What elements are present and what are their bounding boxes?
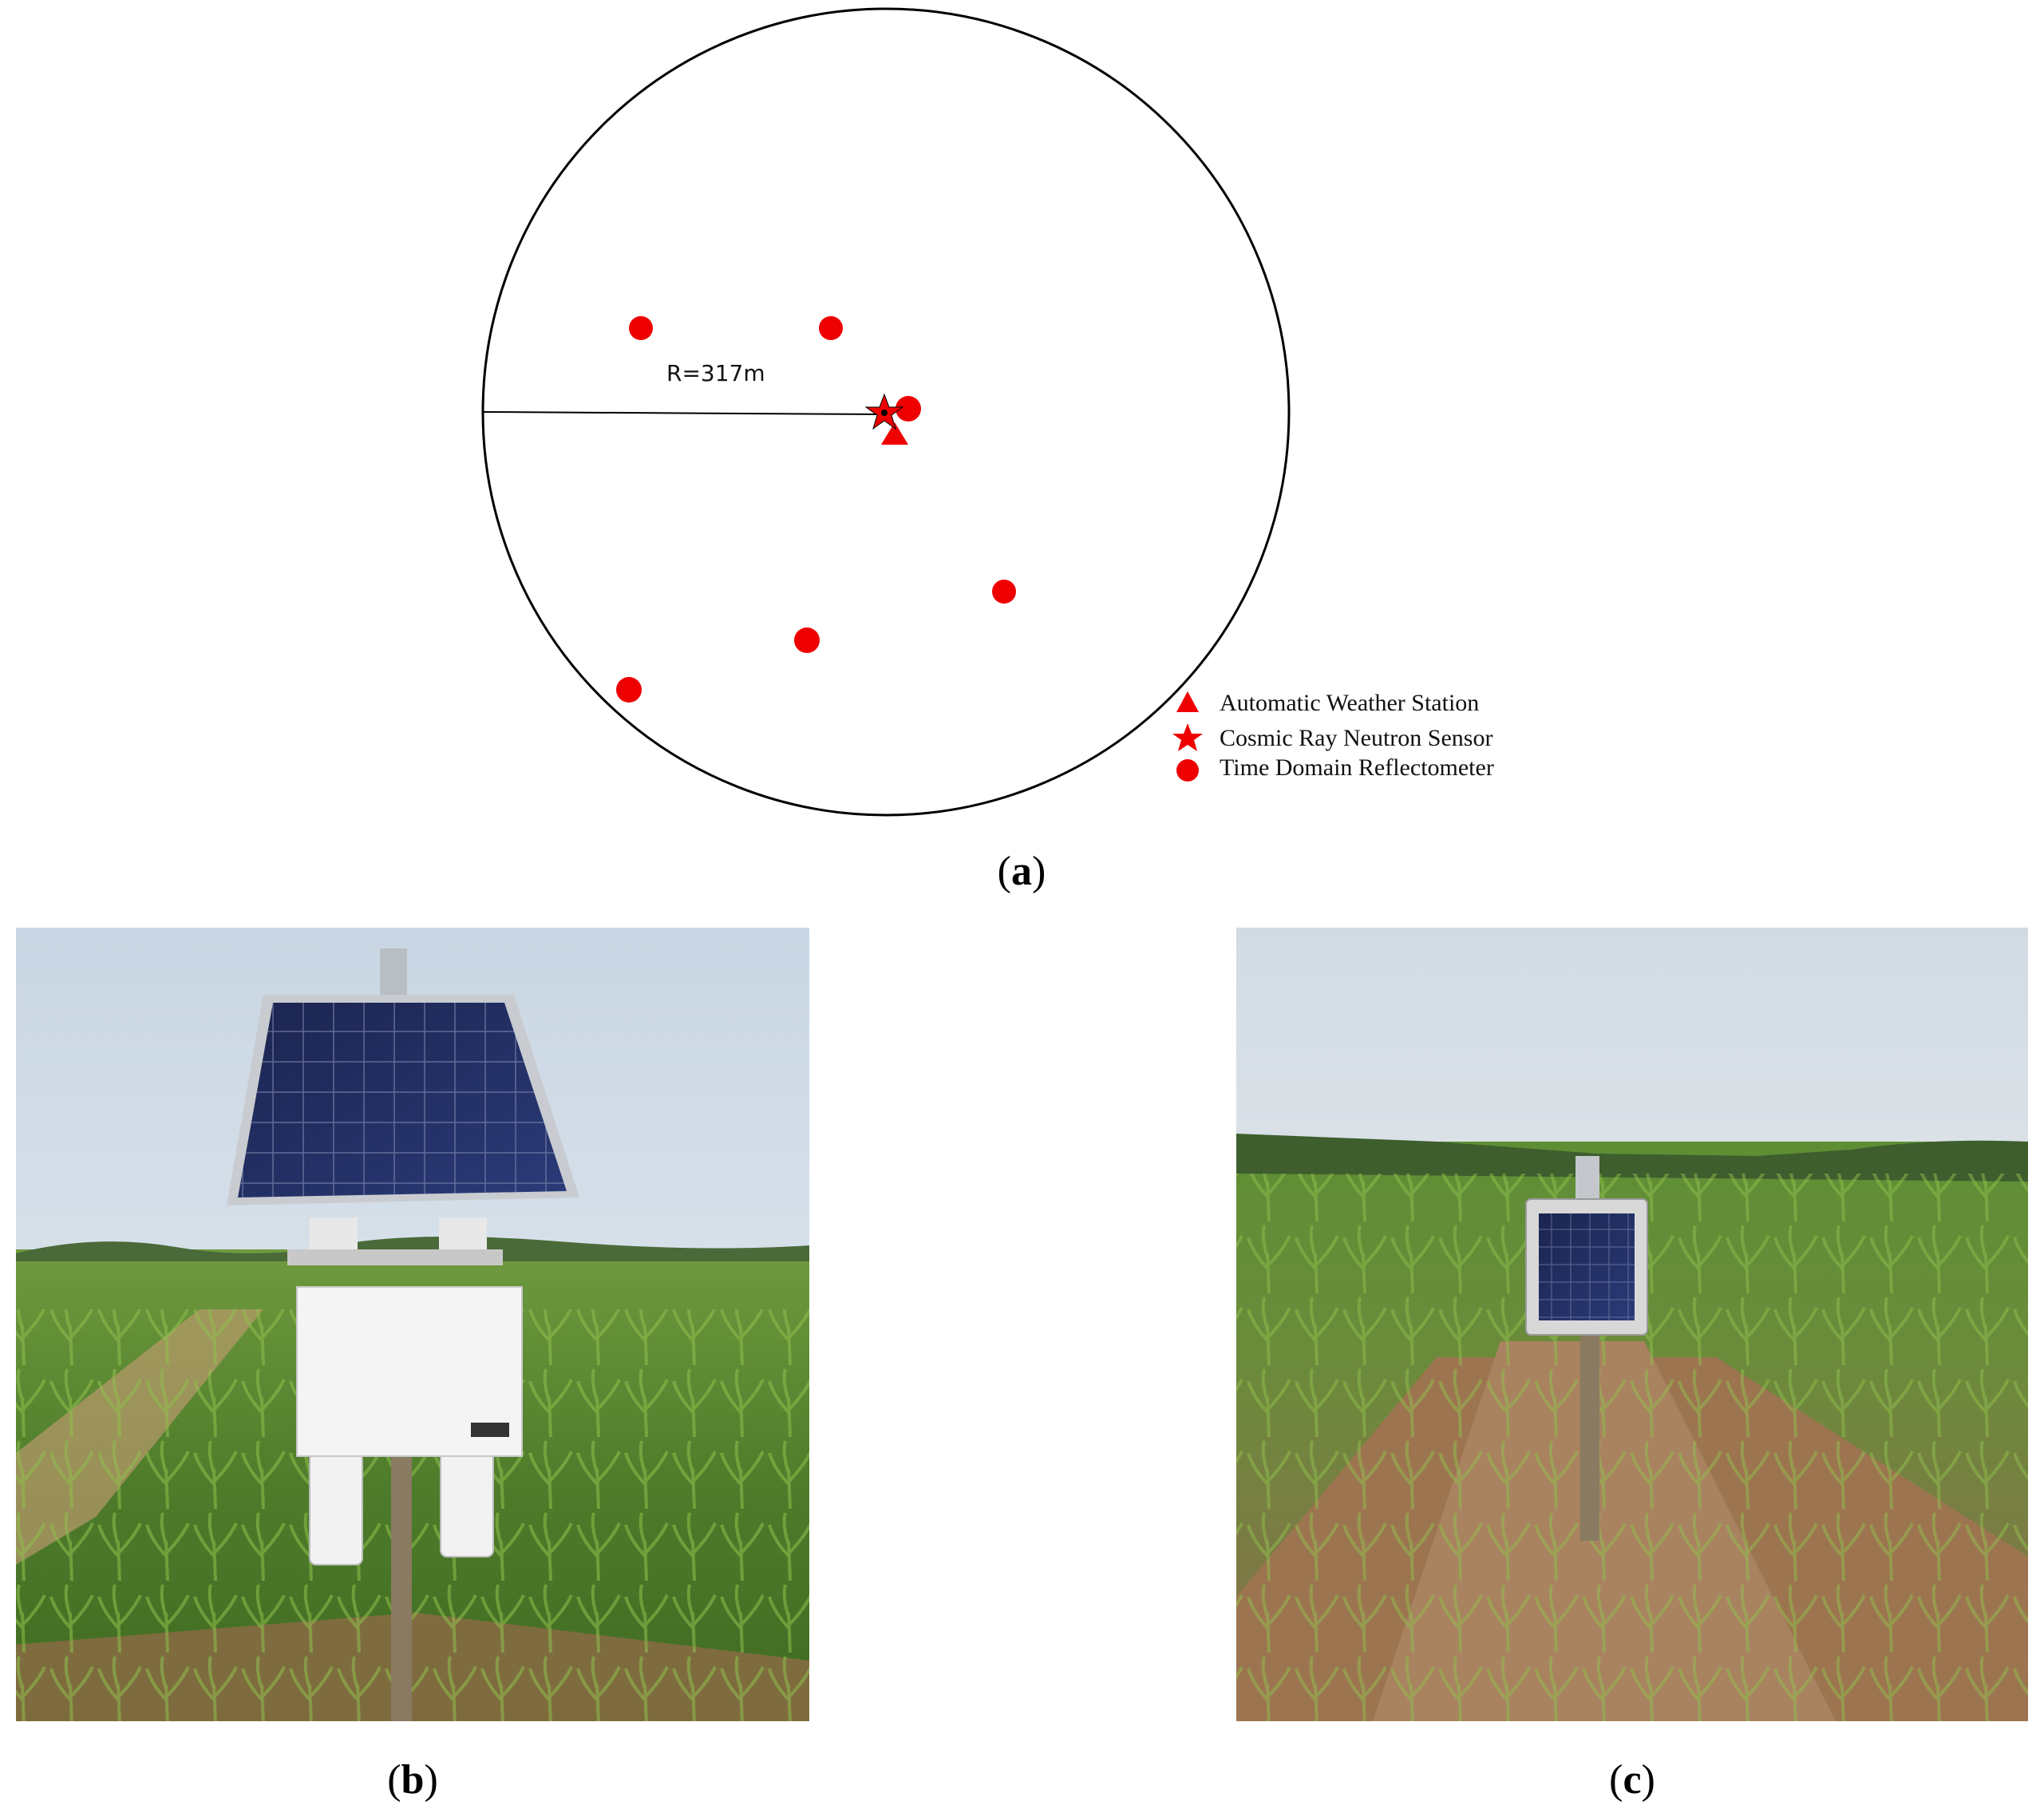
tdr-marker <box>992 580 1016 604</box>
legend-label-tdr: Time Domain Reflectometer <box>1220 754 1494 781</box>
legend-star-icon <box>1172 723 1203 751</box>
photo-weather-station <box>16 928 809 1721</box>
legend-triangle-icon <box>1176 691 1199 712</box>
radius-label: R=317m <box>666 360 765 386</box>
legend-label-crns: Cosmic Ray Neutron Sensor <box>1220 725 1492 751</box>
caption-b: (b) <box>387 1757 438 1803</box>
tdr-marker <box>819 316 843 340</box>
tdr-marker <box>895 396 921 422</box>
caption-c: (c) <box>1609 1757 1655 1803</box>
legend-circle-icon <box>1176 759 1199 782</box>
tdr-marker <box>616 677 642 703</box>
legend-label-weather-station: Automatic Weather Station <box>1220 690 1479 716</box>
tdr-marker <box>629 316 653 340</box>
weather-station-marker <box>881 422 908 445</box>
radius-line <box>482 411 885 415</box>
caption-a: (a) <box>998 849 1046 894</box>
center-point <box>881 410 888 416</box>
legend: Automatic Weather Station Cosmic Ray Neu… <box>1172 690 1494 782</box>
tdr-marker <box>794 627 820 653</box>
footprint-diagram: R=317m Automatic Weather Station Cosmic … <box>481 7 1494 817</box>
photo-tdr-logger <box>1236 928 2028 1721</box>
